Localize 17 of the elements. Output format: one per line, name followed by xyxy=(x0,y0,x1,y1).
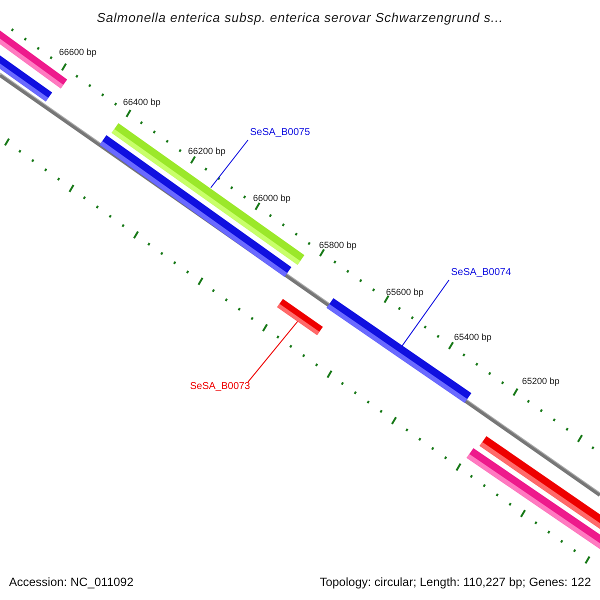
leader-line xyxy=(402,280,450,347)
genome-summary-text: Topology: circular; Length: 110,227 bp; Genes: 122 xyxy=(320,576,591,588)
leader-line xyxy=(248,320,298,382)
position-label: 66400 bp xyxy=(123,98,161,107)
leader-line xyxy=(210,140,248,188)
position-label: 66200 bp xyxy=(188,147,226,156)
gene-label: SeSA_B0073 xyxy=(190,382,250,392)
gene-bar xyxy=(277,298,323,336)
position-label: 65200 bp xyxy=(522,377,560,386)
position-label: 66600 bp xyxy=(59,48,97,57)
position-label: 66000 bp xyxy=(253,194,291,203)
accession-text: Accession: NC_011092 xyxy=(9,576,134,588)
position-label: 65400 bp xyxy=(454,333,492,342)
position-label: 65800 bp xyxy=(319,241,357,250)
title: Salmonella enterica subsp. enterica serovar Schwarzengrund s... xyxy=(96,11,504,24)
gene-label: SeSA_B0074 xyxy=(451,268,512,278)
gene-label: SeSA_B0075 xyxy=(250,128,310,138)
